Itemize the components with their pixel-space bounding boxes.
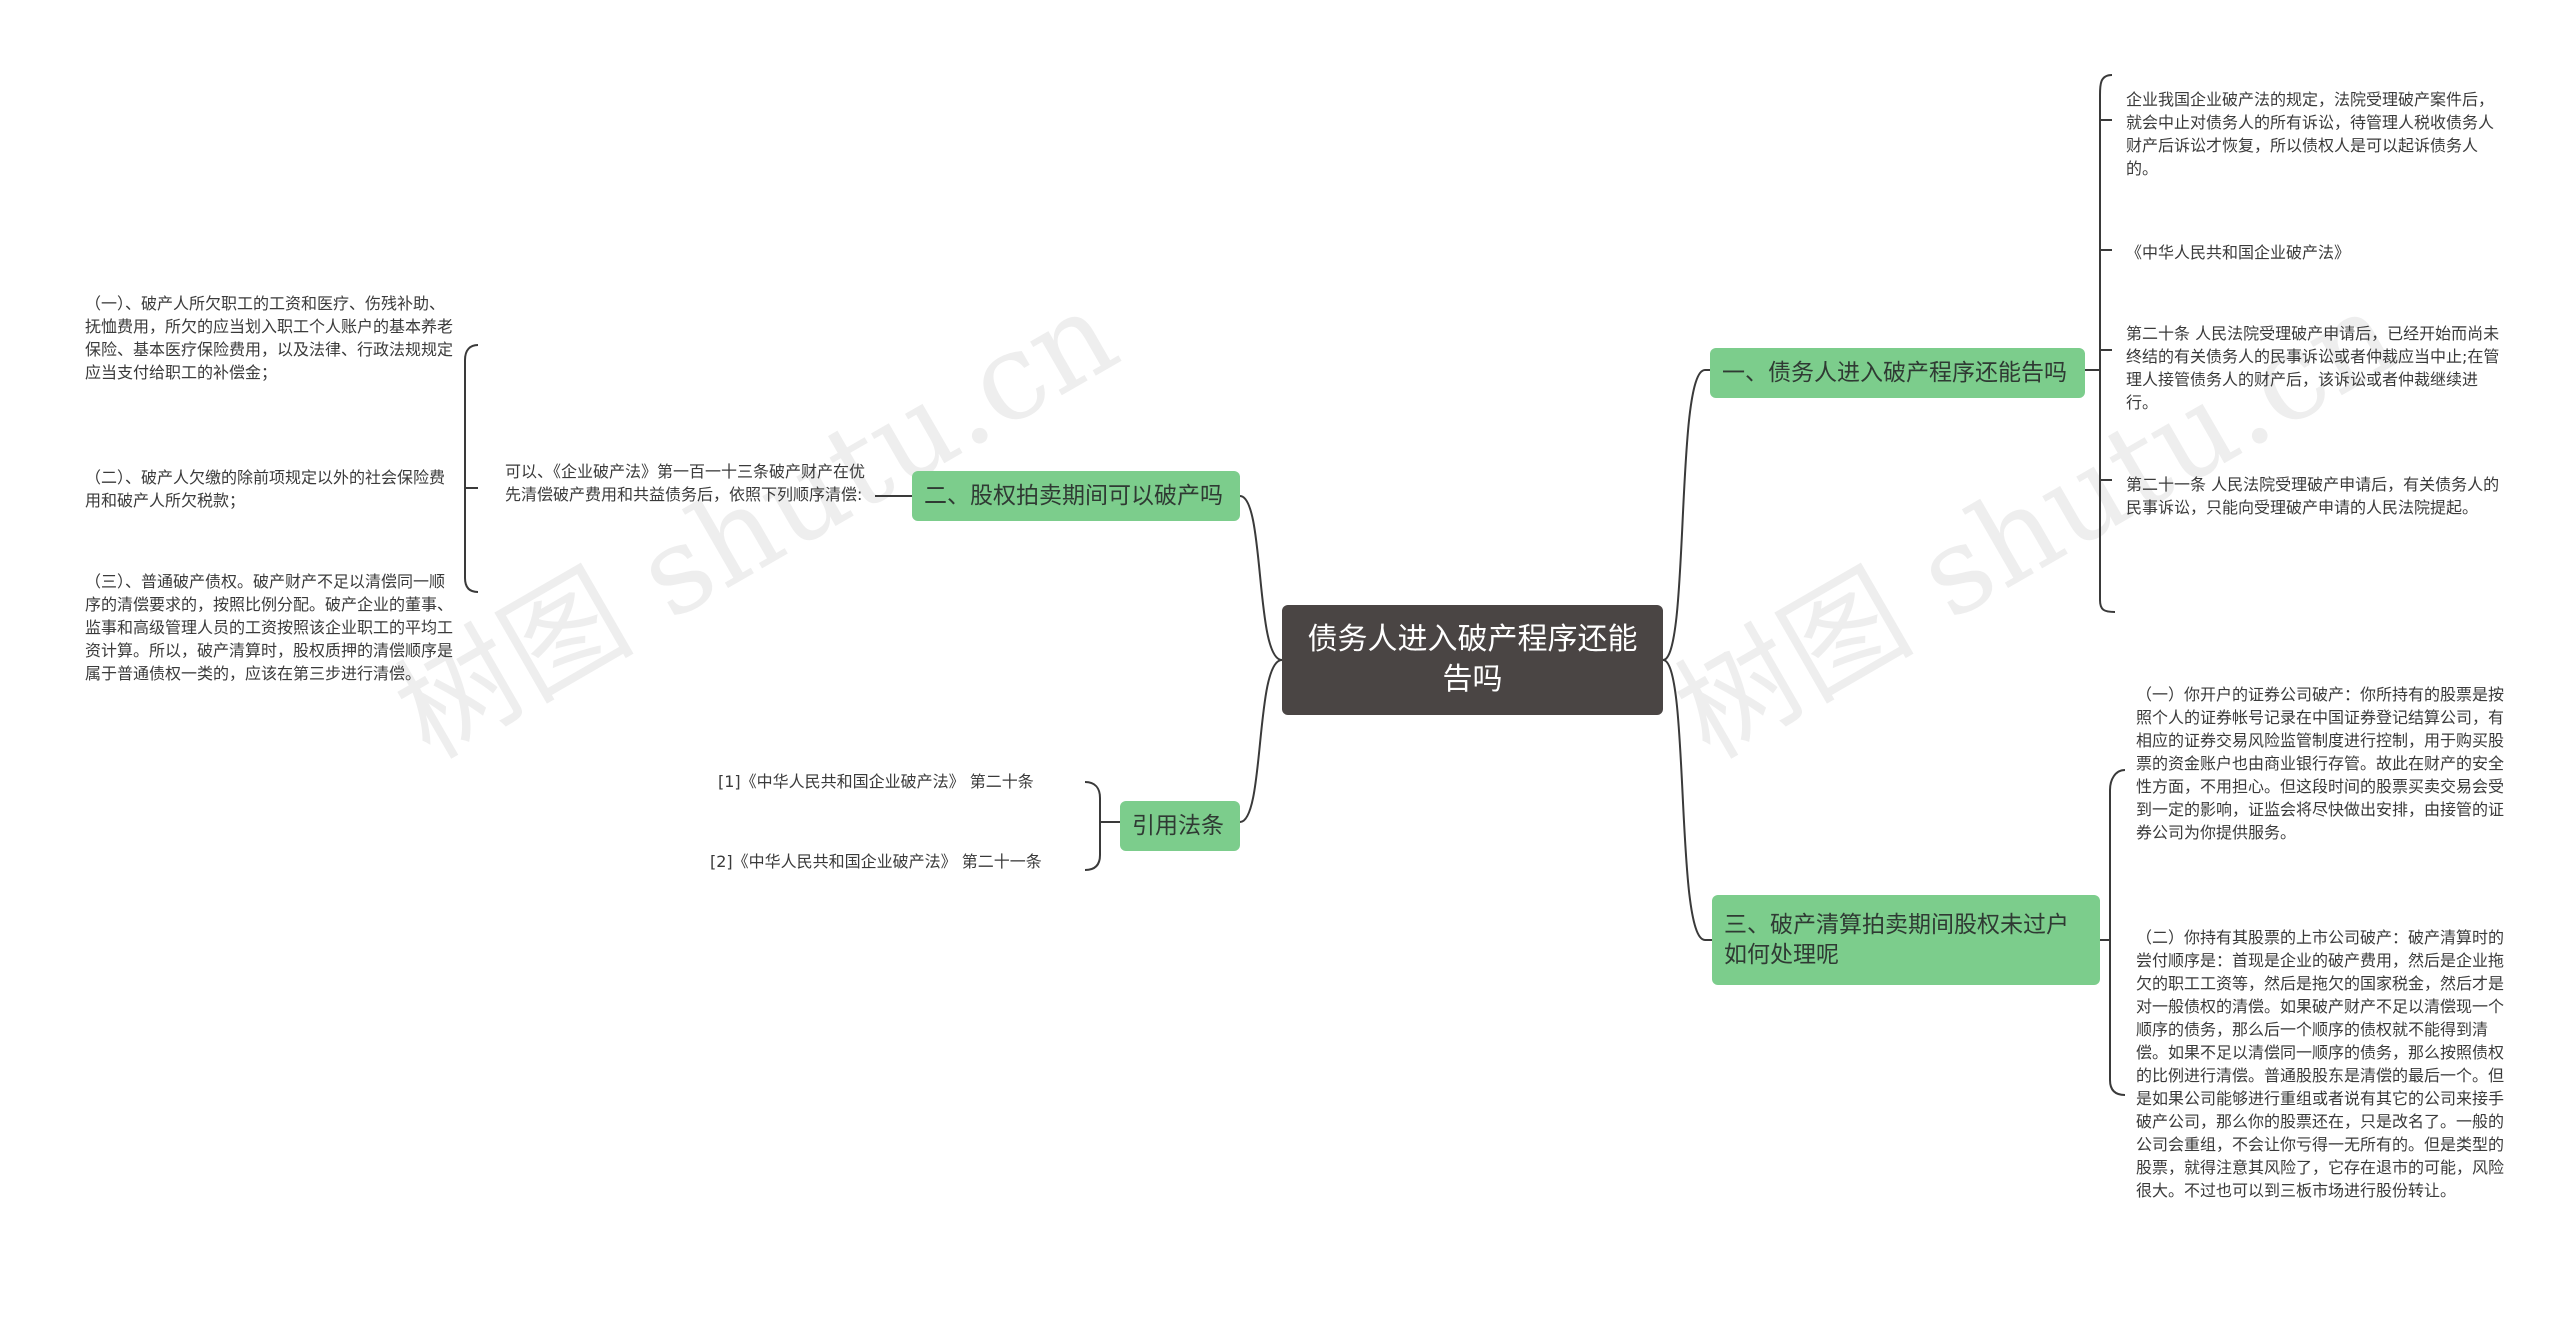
bracket-b4 xyxy=(1084,781,1120,871)
leaf-b3-listed-company: （二）你持有其股票的上市公司破产：破产清算时的尝付顺序是：首现是企业的破产费用，… xyxy=(2136,928,2505,1200)
root-topic[interactable]: 债务人进入破产程序还能告吗 xyxy=(1282,605,1663,715)
bracket-l2 xyxy=(464,344,479,593)
link-root-b2 xyxy=(1239,495,1283,661)
leaf-b2-item-3: （三）、普通破产债权。破产财产不足以清偿同一顺序的清偿要求的，按照比例分配。破产… xyxy=(85,572,454,683)
leaf-citation-2: [2]《中华人民共和国企业破产法》 第二十一条 xyxy=(710,852,1042,871)
branch-topic-cited-laws[interactable]: 引用法条 xyxy=(1120,801,1240,851)
link-root-b4 xyxy=(1239,659,1283,823)
leaf-b2-item-1: （一）、破产人所欠职工的工资和医疗、伤残补助、抚恤费用，所欠的应当划入职工个人账… xyxy=(85,294,454,382)
leaf-citation-1: [1]《中华人民共和国企业破产法》 第二十条 xyxy=(718,772,1034,791)
leaf-b1-law-title: 《中华人民共和国企业破产法》 xyxy=(2126,243,2351,262)
branch-topic-1[interactable]: 一、债务人进入破产程序还能告吗 xyxy=(1710,348,2085,398)
leaf-b1-article-21: 第二十一条 人民法院受理破产申请后，有关债务人的民事诉讼，只能向受理破产申请的人… xyxy=(2126,475,2500,517)
leaf-b1-explanation: 企业我国企业破产法的规定，法院受理破产案件后，就会中止对债务人的所有诉讼，待管理… xyxy=(2126,90,2495,178)
link-root-b1 xyxy=(1662,369,1710,661)
leaf-b3-securities-company: （一）你开户的证券公司破产：你所持有的股票是按照个人的证券帐号记录在中国证券登记… xyxy=(2136,685,2505,842)
leaf-b1-article-20: 第二十条 人民法院受理破产申请后，已经开始而尚未终结的有关债务人的民事诉讼或者仲… xyxy=(2126,324,2500,412)
branch-topic-3[interactable]: 三、破产清算拍卖期间股权未过户如何处理呢 xyxy=(1712,895,2100,985)
bracket-b3 xyxy=(2100,769,2126,1096)
leaf-b2-order-intro: 可以、《企业破产法》第一百一十三条破产财产在优先清偿破产费用和共益债务后，依照下… xyxy=(505,462,866,504)
link-root-b3 xyxy=(1662,659,1712,941)
branch-topic-2[interactable]: 二、股权拍卖期间可以破产吗 xyxy=(912,471,1240,521)
leaf-b2-item-2: （二）、破产人欠缴的除前项规定以外的社会保险费用和破产人所欠税款； xyxy=(85,468,446,510)
bracket-b1 xyxy=(2085,74,2116,613)
